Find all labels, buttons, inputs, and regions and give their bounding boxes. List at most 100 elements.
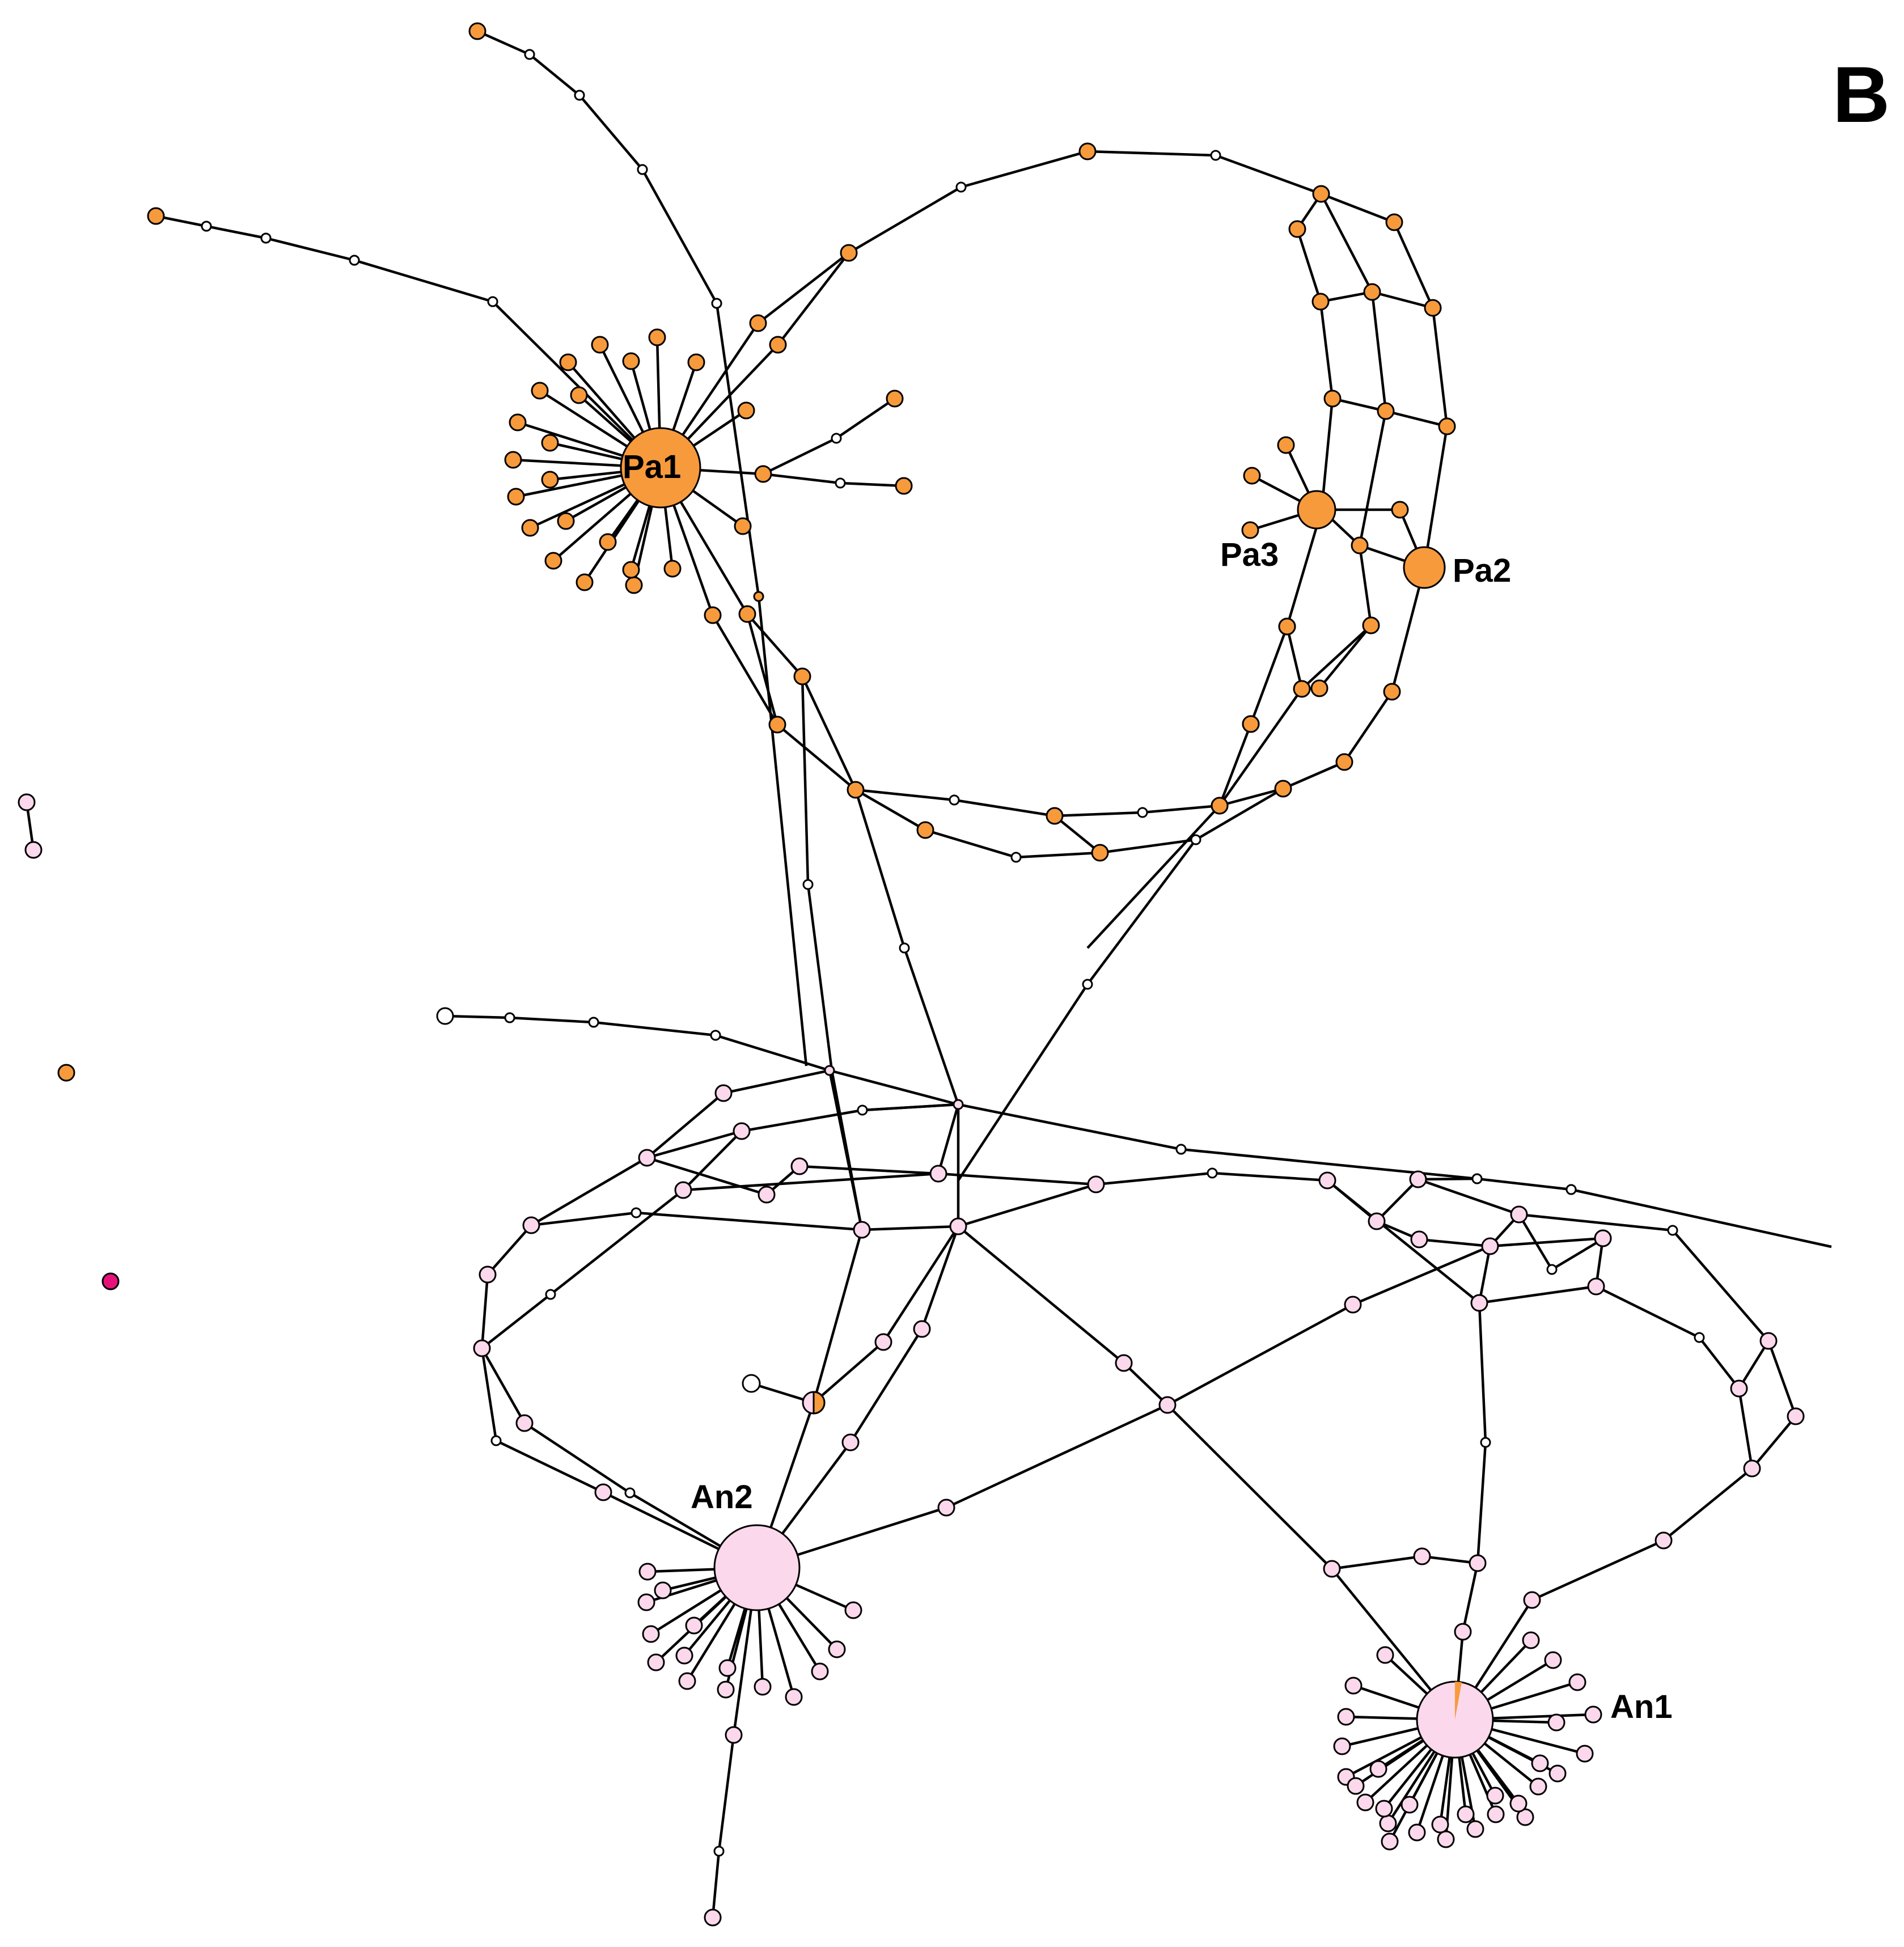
network-edge [1767, 1340, 1797, 1417]
network-edge [1218, 688, 1303, 807]
network-edge [1016, 851, 1101, 859]
network-edge [265, 236, 355, 262]
haplotype-node-122 [545, 1289, 556, 1300]
network-edge [646, 1156, 767, 1196]
network-edge [1215, 154, 1322, 196]
haplotype-node-124 [674, 1181, 692, 1199]
haplotype-node-172 [785, 1688, 803, 1706]
haplotype-node-190 [1408, 1823, 1426, 1842]
network-edge [486, 1224, 532, 1276]
haplotype-node-106 [588, 1017, 599, 1028]
haplotype-node-176 [675, 1647, 693, 1665]
mixed-haplotype-node [802, 1391, 826, 1415]
haplotype-node-107 [710, 1030, 721, 1041]
haplotype-node-63 [1383, 683, 1401, 701]
network-edge [813, 1341, 885, 1404]
network-edge [593, 1021, 716, 1037]
haplotype-node-47 [840, 244, 858, 262]
network-edge [480, 1274, 489, 1349]
hub-pa3 [1297, 490, 1336, 530]
haplotype-node-177 [718, 1659, 737, 1677]
haplotype-node-30 [711, 298, 722, 309]
network-edge [806, 884, 833, 1071]
network-edge [1219, 787, 1284, 807]
haplotype-node-95 [57, 1064, 75, 1082]
haplotype-node-100 [824, 1065, 835, 1076]
haplotype-node-200 [1544, 1651, 1562, 1669]
network-edge [1461, 1563, 1479, 1632]
haplotype-node-109 [1471, 1173, 1483, 1184]
haplotype-node-209 [1486, 1787, 1504, 1805]
network-edge [1181, 1148, 1478, 1180]
haplotype-node-10 [541, 471, 559, 489]
haplotype-node-164 [1667, 1225, 1678, 1236]
network-edge [496, 1439, 604, 1494]
network-edge [530, 1157, 648, 1226]
haplotype-node-173 [811, 1662, 829, 1681]
haplotype-node-76 [1335, 753, 1353, 771]
network-edge [711, 1851, 721, 1918]
haplotype-node-29 [637, 164, 648, 175]
haplotype-node-77 [1274, 780, 1292, 798]
haplotype-node-101 [953, 1099, 964, 1110]
network-edge [549, 1189, 684, 1296]
haplotype-node-152 [1759, 1332, 1778, 1350]
haplotype-node-185 [1337, 1708, 1355, 1726]
haplotype-node-119 [515, 1414, 534, 1432]
network-edge [206, 225, 266, 240]
haplotype-node-130 [949, 1217, 967, 1235]
haplotype-node-84 [1190, 834, 1201, 845]
haplotype-node-75 [1310, 679, 1328, 697]
network-edge [1054, 811, 1143, 818]
haplotype-node-206 [1401, 1796, 1419, 1814]
haplotype-node-91 [899, 942, 910, 954]
network-edge [1571, 1188, 1832, 1248]
haplotype-node-178 [685, 1616, 703, 1635]
network-edge [1352, 1245, 1491, 1306]
network-edge [1478, 1246, 1492, 1303]
network-edge [682, 1130, 743, 1191]
network-edge [741, 1108, 863, 1133]
haplotype-node-174 [828, 1640, 846, 1658]
haplotype-node-108 [1175, 1144, 1187, 1155]
network-edge [777, 252, 850, 346]
network-edge [715, 1034, 830, 1072]
haplotype-node-196 [1548, 1764, 1567, 1783]
haplotype-node-93 [18, 793, 36, 811]
network-edge [1123, 1362, 1169, 1406]
haplotype-node-50 [1210, 150, 1221, 161]
haplotype-node-156 [1655, 1531, 1673, 1550]
haplotype-node-15 [544, 552, 562, 570]
haplotype-node-3 [687, 353, 705, 371]
haplotype-node-181 [713, 1846, 725, 1857]
haplotype-node-184 [1344, 1677, 1363, 1695]
network-edge [477, 29, 530, 56]
network-edge [1318, 624, 1372, 689]
label-an2: An2 [691, 1479, 753, 1516]
network-edge [861, 1225, 959, 1231]
haplotype-node-204 [1347, 1777, 1365, 1795]
haplotype-node-133 [1318, 1171, 1336, 1190]
haplotype-node-139 [1158, 1396, 1177, 1414]
network-edge [1372, 290, 1433, 310]
haplotype-node-39 [487, 296, 498, 307]
haplotype-node-46 [749, 314, 767, 332]
haplotype-node-74 [1293, 680, 1311, 698]
haplotype-node-83 [1091, 844, 1109, 862]
haplotype-node-193 [1487, 1805, 1505, 1823]
network-edge [1737, 1388, 1754, 1469]
haplotype-node-65 [1277, 436, 1295, 454]
network-edge [1518, 1213, 1553, 1271]
haplotype-node-8 [541, 434, 559, 452]
network-edge [1326, 1179, 1480, 1304]
network-edge [1476, 1442, 1487, 1564]
network-edge [481, 1293, 552, 1349]
network-edge [1738, 1340, 1770, 1390]
haplotype-node-201 [1522, 1631, 1540, 1649]
haplotype-node-166 [637, 1593, 655, 1611]
haplotype-node-159 [1469, 1554, 1487, 1572]
haplotype-node-7 [509, 413, 527, 431]
haplotype-node-123 [733, 1122, 751, 1140]
haplotype-node-117 [479, 1265, 497, 1284]
haplotype-node-9 [504, 451, 522, 469]
